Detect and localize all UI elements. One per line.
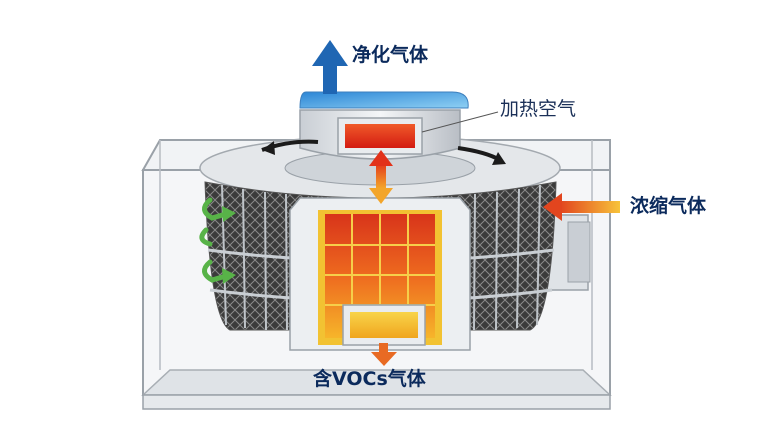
voc-gas-arrow: [371, 343, 397, 366]
label-concentrated-gas: 浓缩气体: [630, 195, 707, 217]
voc-inlet-duct: [342, 304, 426, 346]
concentrated-gas-arrow: [543, 193, 620, 221]
top-hood: [299, 91, 469, 160]
rotation-arrows: [261, 139, 506, 165]
label-purified-gas: 净化气体: [352, 44, 429, 66]
purified-gas-arrow: [312, 40, 348, 94]
heated-air-leader: [421, 111, 499, 133]
label-voc-gas: 含VOCs气体: [313, 368, 426, 390]
label-heated-air: 加热空气: [500, 98, 577, 120]
green-airflow-arrows: [199, 197, 236, 284]
heated-air-arrow: [369, 150, 393, 204]
